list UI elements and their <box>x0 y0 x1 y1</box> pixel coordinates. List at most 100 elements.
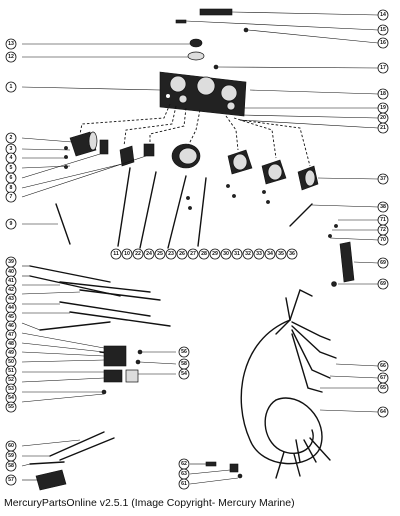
callout-circle <box>178 478 190 490</box>
callout-number: 72 <box>380 227 386 233</box>
callout-number: 15 <box>380 27 386 33</box>
callout-number: 3 <box>10 146 13 152</box>
callout-circle <box>377 62 389 74</box>
callout-number: 23 <box>168 251 174 257</box>
callout-circle <box>253 248 265 260</box>
callout-circle <box>5 218 17 230</box>
callout-number: 44 <box>8 305 14 311</box>
callout-circle <box>5 81 17 93</box>
callout-circle <box>220 248 232 260</box>
callout-circle <box>242 248 254 260</box>
callout-circle <box>187 248 199 260</box>
callout-circle <box>377 278 389 290</box>
callout-number: 20 <box>380 115 386 121</box>
callout-number: 62 <box>181 461 187 467</box>
callout-number: 38 <box>380 204 386 210</box>
callout-number: 65 <box>380 385 386 391</box>
callout-number: 39 <box>8 259 14 265</box>
gauges <box>69 131 319 191</box>
callout-number: 33 <box>256 251 262 257</box>
callout-circle <box>377 360 389 372</box>
callout-circle <box>5 132 17 144</box>
callout-circle <box>231 248 243 260</box>
callout-circle <box>132 248 144 260</box>
callout-circle <box>264 248 276 260</box>
callout-number: 66 <box>380 363 386 369</box>
callout-number: 28 <box>201 251 207 257</box>
relay-cluster <box>101 345 143 395</box>
callout-number: 55 <box>8 404 14 410</box>
callout-number: 67 <box>380 375 386 381</box>
bottom-small-parts <box>205 461 243 479</box>
callout-circle <box>110 248 122 260</box>
callout-number: 51 <box>8 368 14 374</box>
callout-number: 69 <box>380 281 386 287</box>
callout-number: 2 <box>10 135 13 141</box>
callout-circle <box>377 122 389 134</box>
callout-number: 31 <box>234 251 240 257</box>
callout-number: 7 <box>10 194 13 200</box>
callout-circle <box>178 346 190 358</box>
callout-number: 58 <box>181 361 187 367</box>
callout-number: 21 <box>380 125 386 131</box>
callout-circle <box>5 38 17 50</box>
callout-number: 17 <box>380 65 386 71</box>
callout-number: 49 <box>8 350 14 356</box>
callout-number: 57 <box>8 477 14 483</box>
callout-circle <box>377 382 389 394</box>
callout-number: 14 <box>380 12 386 18</box>
callout-number: 47 <box>8 332 14 338</box>
callout-number: 34 <box>267 251 273 257</box>
callout-number: 29 <box>212 251 218 257</box>
callout-number: 19 <box>380 105 386 111</box>
callout-number: 4 <box>10 155 13 161</box>
callout-number: 69 <box>380 260 386 266</box>
callout-number: 71 <box>380 217 386 223</box>
callout-circle <box>178 368 190 380</box>
callout-number: 41 <box>8 278 14 284</box>
callout-number: 60 <box>8 443 14 449</box>
callout-circle <box>165 248 177 260</box>
callout-number: 36 <box>289 251 295 257</box>
callout-number: 54 <box>181 371 187 377</box>
callout-circle <box>286 248 298 260</box>
callout-number: 13 <box>8 41 14 47</box>
callout-labels: 1415161718192021373871727069696667656413… <box>5 9 389 490</box>
callout-circle <box>209 248 221 260</box>
callout-number: 61 <box>181 481 187 487</box>
small-parts <box>64 146 270 210</box>
callout-number: 25 <box>157 251 163 257</box>
callout-number: 11 <box>113 251 119 257</box>
callout-number: 12 <box>8 54 14 60</box>
callout-circle <box>176 248 188 260</box>
wire-leads <box>29 265 171 355</box>
callout-number: 5 <box>10 165 13 171</box>
callout-number: 32 <box>245 251 251 257</box>
callout-number: 54 <box>8 395 14 401</box>
copyright-footer: MercuryPartsOnline v2.5.1 (Image Copyrig… <box>4 497 295 509</box>
callout-number: 16 <box>380 40 386 46</box>
callout-number: 40 <box>8 269 14 275</box>
callout-number: 24 <box>146 251 152 257</box>
terminal-strip <box>328 224 355 287</box>
callout-circle <box>377 406 389 418</box>
callout-circle <box>377 37 389 49</box>
callout-circle <box>5 191 17 203</box>
callout-circle <box>377 88 389 100</box>
callout-number: 27 <box>190 251 196 257</box>
callout-number: 10 <box>124 251 130 257</box>
callout-number: 50 <box>8 359 14 365</box>
callout-circle <box>377 24 389 36</box>
callout-number: 1 <box>10 84 13 90</box>
callout-circle <box>377 234 389 246</box>
callout-number: 9 <box>10 221 13 227</box>
callout-circle <box>275 248 287 260</box>
callout-number: 45 <box>8 314 14 320</box>
callout-number: 22 <box>135 251 141 257</box>
top-fasteners <box>175 8 249 70</box>
callout-circle <box>198 248 210 260</box>
callout-circle <box>143 248 155 260</box>
bottom-connector <box>29 431 115 491</box>
